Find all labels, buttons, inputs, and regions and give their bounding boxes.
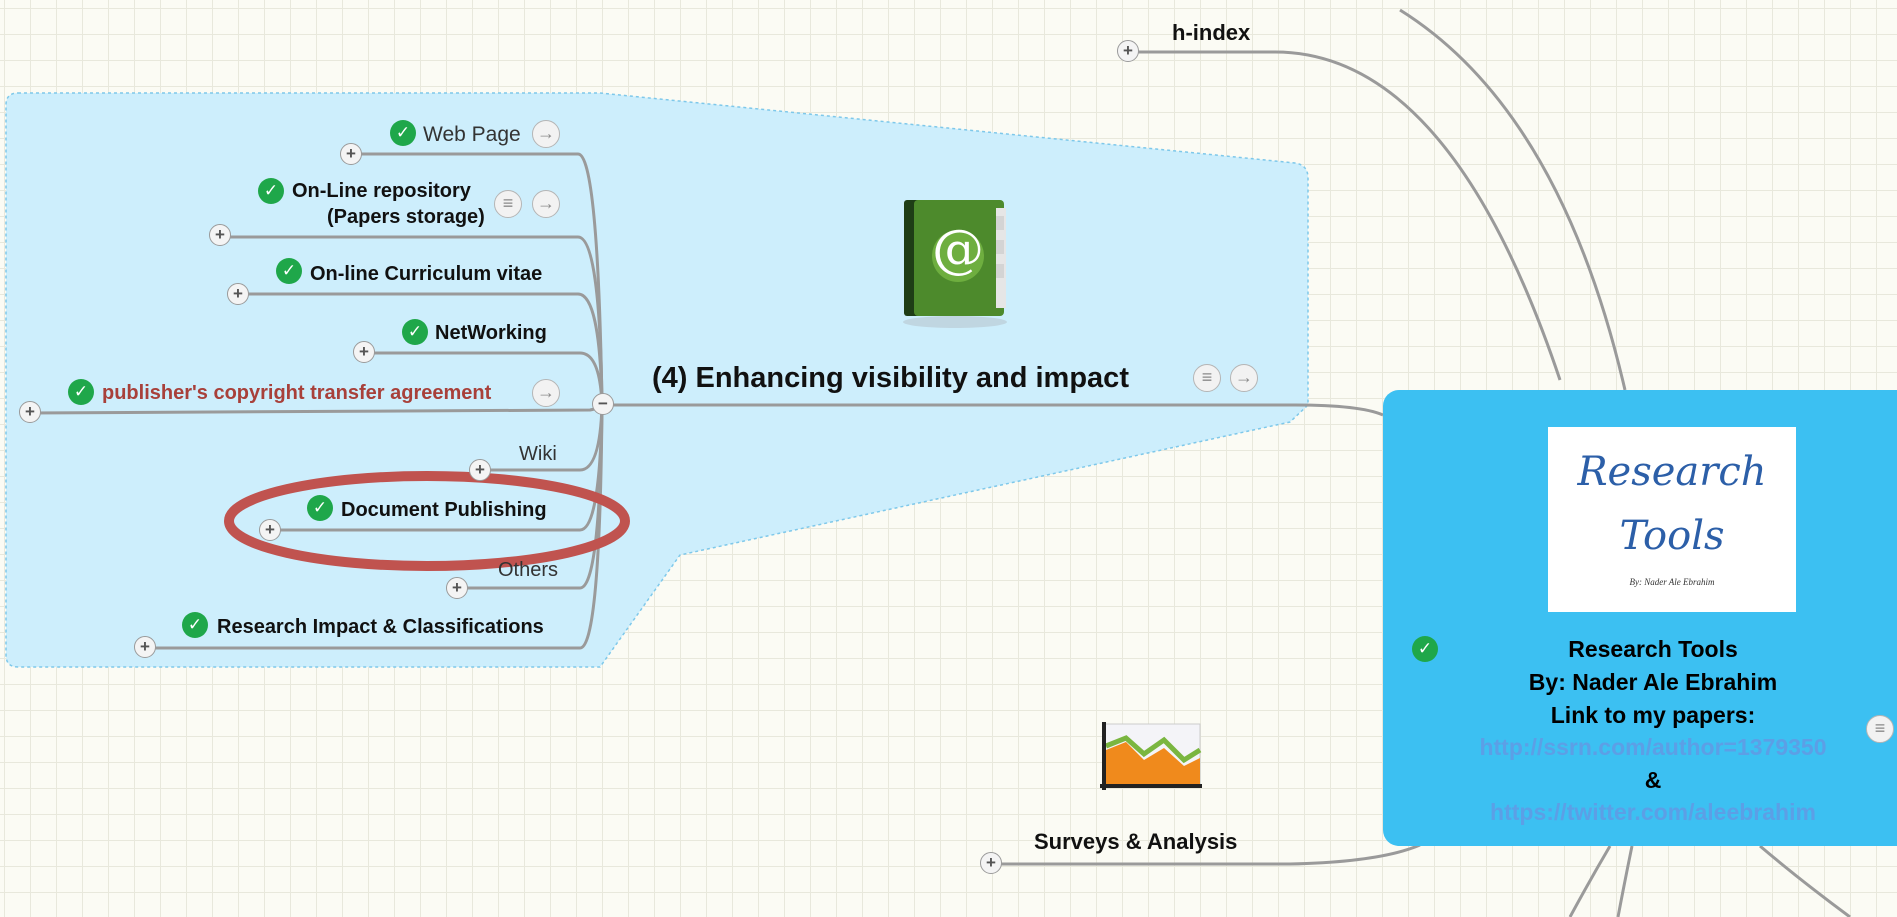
subtopic-repository-line2[interactable]: (Papers storage) xyxy=(327,206,485,228)
connectors xyxy=(29,8,1851,917)
central-image-title-line2: Tools xyxy=(1619,513,1725,559)
central-check-icon: ✓ xyxy=(1412,636,1438,662)
repository-notes-icon[interactable]: ≡ xyxy=(494,190,522,218)
copyright-arrow-icon[interactable]: → xyxy=(532,379,560,407)
repository-check-icon: ✓ xyxy=(258,178,284,204)
expand-copyright-icon[interactable]: + xyxy=(19,401,41,423)
expand-h-index-icon[interactable]: + xyxy=(1117,40,1139,62)
expand-repository-icon[interactable]: + xyxy=(209,224,231,246)
expand-research-impact-icon[interactable]: + xyxy=(134,636,156,658)
expand-networking-icon[interactable]: + xyxy=(353,341,375,363)
main-branch-title[interactable]: (4) Enhancing visibility and impact xyxy=(652,362,1129,394)
highlight-ellipse xyxy=(224,471,630,571)
subtopic-research-impact[interactable]: Research Impact & Classifications xyxy=(217,616,544,638)
book-at-symbol: @ xyxy=(932,220,984,280)
expand-surveys-icon[interactable]: + xyxy=(980,852,1002,874)
web-page-arrow-icon[interactable]: → xyxy=(532,120,560,148)
subtopic-online-cv[interactable]: On-line Curriculum vitae xyxy=(310,263,543,285)
central-image-title-line1: Research xyxy=(1577,449,1767,495)
main-branch-arrow-icon[interactable]: → xyxy=(1230,364,1258,392)
central-topic-image: Research Tools By: Nader Ale Ebrahim xyxy=(1548,427,1796,612)
chart-icon xyxy=(1096,720,1206,794)
collapse-main-branch-icon[interactable]: − xyxy=(592,393,614,415)
topic-h-index[interactable]: h-index xyxy=(1172,20,1251,45)
subtopic-wiki[interactable]: Wiki xyxy=(519,443,557,465)
main-branch-notes-icon[interactable]: ≡ xyxy=(1193,364,1221,392)
central-link-ssrn[interactable]: http://ssrn.com/author=1379350 xyxy=(1479,734,1827,760)
expand-wiki-icon[interactable]: + xyxy=(469,459,491,481)
subtopic-networking[interactable]: NetWorking xyxy=(435,322,547,344)
expand-online-cv-icon[interactable]: + xyxy=(227,283,249,305)
subtopic-copyright[interactable]: publisher's copyright transfer agreement xyxy=(102,382,492,404)
document-publishing-check-icon: ✓ xyxy=(307,495,333,521)
web-page-check-icon: ✓ xyxy=(390,120,416,146)
central-title: Research Tools xyxy=(1568,636,1738,662)
subtopic-others[interactable]: Others xyxy=(498,559,559,581)
copyright-check-icon: ✓ xyxy=(68,379,94,405)
cv-check-icon: ✓ xyxy=(276,258,302,284)
book-icon: @ xyxy=(900,198,1010,330)
expand-web-page-icon[interactable]: + xyxy=(340,143,362,165)
subtopic-repository-line1[interactable]: On-Line repository xyxy=(292,180,471,202)
networking-check-icon: ✓ xyxy=(402,319,428,345)
topic-surveys-analysis[interactable]: Surveys & Analysis xyxy=(1034,829,1238,854)
central-author: By: Nader Ale Ebrahim xyxy=(1528,669,1778,695)
central-link-intro: Link to my papers: xyxy=(1550,702,1756,728)
central-link-twitter[interactable]: https://twitter.com/aleebrahim xyxy=(1490,799,1816,825)
research-impact-check-icon: ✓ xyxy=(182,612,208,638)
expand-others-icon[interactable]: + xyxy=(446,577,468,599)
repository-arrow-icon[interactable]: → xyxy=(532,190,560,218)
subtopic-document-publishing[interactable]: Document Publishing xyxy=(341,499,547,521)
subtopic-web-page[interactable]: Web Page xyxy=(423,123,521,146)
central-amp: & xyxy=(1644,767,1662,793)
central-image-byline: By: Nader Ale Ebrahim xyxy=(1629,577,1715,587)
central-notes-icon[interactable]: ≡ xyxy=(1866,715,1894,743)
expand-document-publishing-icon[interactable]: + xyxy=(259,519,281,541)
